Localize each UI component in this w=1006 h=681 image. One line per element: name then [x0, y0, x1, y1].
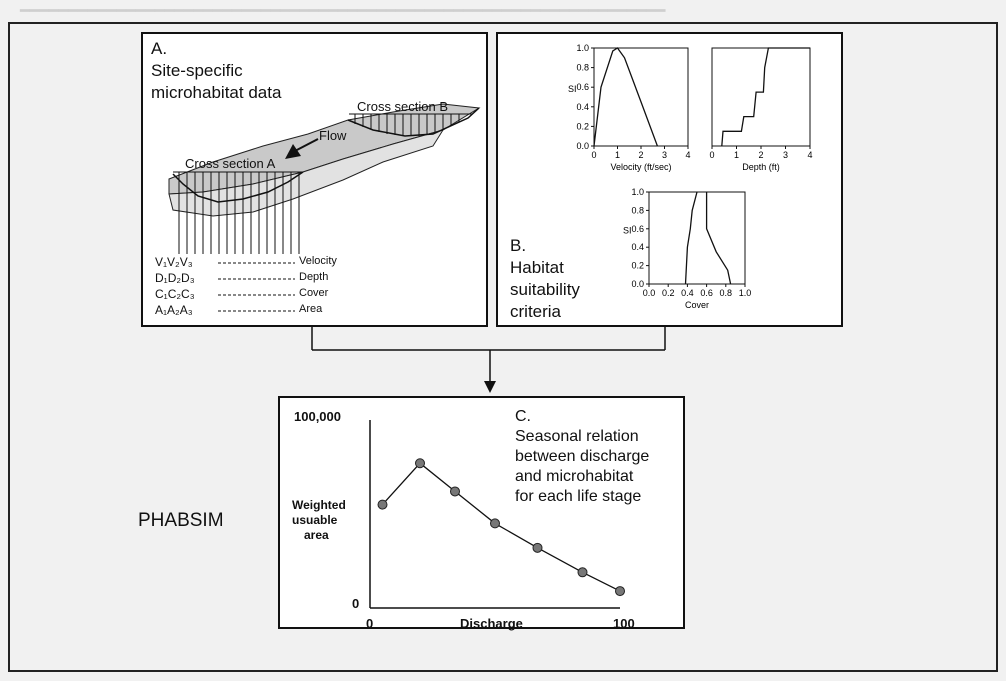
cover-x-tick-label: 0.6 [700, 288, 713, 298]
row-cover-symbols: C₁C₂C₃ [155, 287, 195, 301]
velocity-x-tick-label: 2 [638, 150, 643, 160]
wua-point [377, 499, 388, 510]
panel-c-title-3: and microhabitat [515, 468, 634, 485]
wua-chart [369, 420, 625, 609]
wua-point [615, 586, 625, 597]
x-axis-zero-label: 0 [366, 616, 374, 631]
depth-x-tick-label: 1 [734, 150, 739, 160]
panel-c-title-1: Seasonal relation [515, 428, 639, 445]
panel-b-title-3: criteria [510, 302, 562, 321]
flow-label: Flow [319, 128, 347, 143]
row-area-label: Area [299, 303, 323, 315]
background-text: ━━━━━━━━━━━━━━━━━━━━━━━━━━━━━━━━━━━━━━━━… [20, 3, 666, 20]
cover-x-tick-label: 0.8 [720, 288, 733, 298]
flow-arrow-head [285, 144, 301, 159]
x-axis-max-label: 100 [613, 616, 635, 631]
cover-x-tick-label: 0.4 [681, 288, 694, 298]
depth-xlabel: Depth (ft) [742, 162, 780, 172]
row-depth-symbols: D₁D₂D₃ [155, 271, 195, 285]
velocity-y-tick-label: 0.8 [576, 63, 589, 73]
cover-curve-1 [705, 192, 732, 285]
cover-plot-frame [648, 191, 746, 285]
wua-point [532, 542, 543, 553]
cover-y-tick-label: 0.0 [631, 279, 644, 289]
row-depth-label: Depth [299, 271, 329, 283]
panel-c-letter: C. [515, 408, 531, 425]
panel-a: A. Site-specific microhabitat data [141, 32, 488, 327]
velocity-x-tick-label: 4 [685, 150, 690, 160]
velocity-y-tick-label: 0.6 [576, 82, 589, 92]
y-axis-zero-label: 0 [352, 596, 360, 611]
velocity-y-tick-label: 0.4 [576, 102, 589, 112]
panel-a-letter: A. [151, 39, 168, 58]
wua-point [415, 458, 425, 469]
velocity-y-tick-label: 1.0 [576, 43, 589, 53]
cover-x-tick-label: 0.0 [643, 288, 656, 298]
cover-x-tick-label: 0.2 [662, 288, 675, 298]
panel-b-title-2: suitability [510, 280, 580, 299]
panel-b-letter: B. [510, 236, 527, 255]
cover-y-tick-label: 0.8 [631, 205, 644, 215]
panel-a-title-1: Site-specific [151, 61, 243, 80]
cover-x-tick-label: 1.0 [739, 288, 752, 298]
velocity-y-tick-label: 0.0 [576, 141, 589, 151]
velocity-y-tick-label: 0.2 [576, 121, 589, 131]
row-leaders [218, 262, 295, 312]
row-cover-label: Cover [299, 287, 329, 299]
velocity-curve [593, 47, 659, 147]
cover-y-tick-label: 0.2 [631, 261, 644, 271]
cover-y-tick-label: 1.0 [631, 187, 644, 197]
panel-c-title-2: between discharge [515, 448, 650, 465]
velocity-x-tick-label: 0 [591, 150, 596, 160]
phabsim-label: PHABSIM [138, 510, 224, 531]
velocity-si-label: SI [568, 84, 577, 94]
cover-y-tick-label: 0.6 [631, 224, 644, 234]
figure-frame [8, 22, 998, 672]
depth-x-tick-label: 4 [807, 150, 812, 160]
velocity-plot-frame [593, 47, 689, 147]
xlabel: Discharge [460, 616, 523, 631]
cover-xlabel: Cover [685, 300, 709, 310]
panel-b-title-1: Habitat [510, 258, 564, 277]
velocity-xlabel: Velocity (ft/sec) [610, 162, 671, 172]
y-axis-top-label: 100,000 [294, 409, 341, 424]
panel-a-title-2: microhabitat data [151, 83, 282, 102]
cross-section-a-label: Cross section A [185, 156, 276, 171]
ylabel-line-3: area [304, 528, 329, 542]
wua-point [577, 567, 588, 578]
row-velocity-symbols: V₁V₂V₃ [155, 255, 193, 269]
flow-arrow-shaft [292, 138, 319, 153]
depth-x-tick-label: 3 [783, 150, 788, 160]
cover-curve-0 [684, 191, 698, 285]
panel-c: C. Seasonal relation between discharge a… [278, 396, 685, 631]
velocity-x-tick-label: 3 [662, 150, 667, 160]
wua-point [450, 486, 460, 497]
ylabel-line-2: usuable [292, 513, 338, 527]
row-area-symbols: A₁A₂A₃ [155, 303, 193, 317]
row-velocity-label: Velocity [299, 255, 337, 267]
velocity-x-tick-label: 1 [615, 150, 620, 160]
ylabel-line-1: Weighted [292, 498, 346, 512]
cover-si-label: SI [623, 225, 632, 235]
depth-x-tick-label: 2 [758, 150, 763, 160]
cross-section-a-verticals [173, 171, 303, 254]
cover-y-tick-label: 0.4 [631, 242, 644, 252]
channel-bank-lower [168, 129, 445, 217]
cross-section-a [172, 171, 304, 203]
wua-point [490, 518, 500, 529]
panel-c-title-4: for each life stage [515, 488, 642, 505]
depth-curve [721, 47, 810, 147]
depth-x-tick-label: 0 [709, 150, 714, 160]
river-channel-diagram [168, 103, 481, 312]
cross-section-b-verticals [349, 113, 473, 136]
cross-section-b-label: Cross section B [357, 99, 449, 114]
